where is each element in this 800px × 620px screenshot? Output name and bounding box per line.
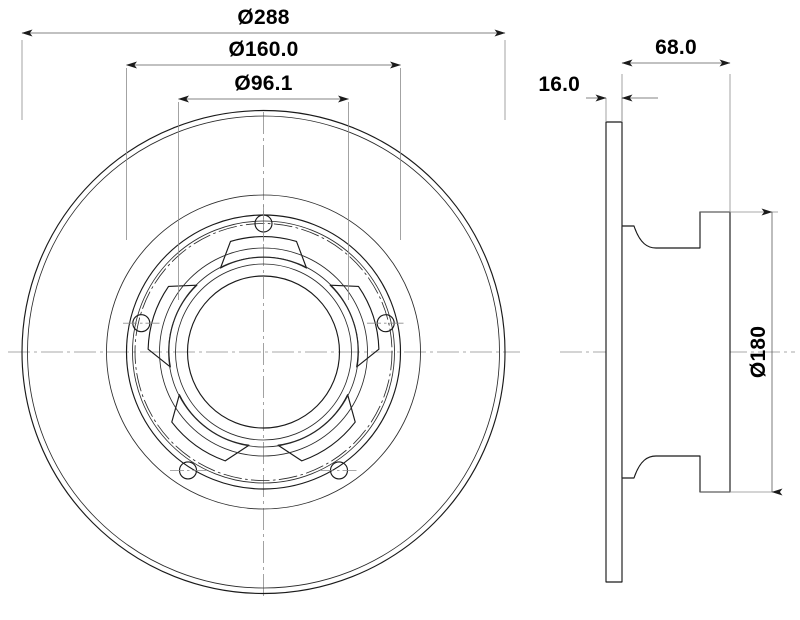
hub-face-inner-circle xyxy=(175,263,352,441)
hub-face-mid-circle xyxy=(168,256,359,448)
relief-pocket xyxy=(147,284,198,368)
friction-ring-inner-edge xyxy=(106,194,421,510)
dimension-label-outer-diameter: Ø288 xyxy=(237,6,289,29)
hub-flange-inner-circle xyxy=(132,220,395,484)
dimension-hub-flange-diameter: Ø160.0 xyxy=(126,38,401,240)
hub-face-outer-circle xyxy=(159,247,368,457)
side-section-view: 68.0 16.0 Ø180 xyxy=(538,36,795,583)
dimension-label-overall-width: 68.0 xyxy=(655,36,697,59)
dimension-bore-diameter: Ø96.1 xyxy=(178,72,349,300)
dimension-overall-width: 68.0 xyxy=(621,36,731,212)
relief-pocket xyxy=(329,284,380,368)
dimension-label-plate-thickness: 16.0 xyxy=(538,73,580,96)
bolt-hole-centermarks xyxy=(123,205,404,471)
dimension-label-hub-diameter: Ø180 xyxy=(747,326,770,378)
dimension-hub-diameter: Ø180 xyxy=(700,208,783,496)
front-view: Ø288 Ø160.0 Ø96.1 xyxy=(8,6,520,600)
dimension-plate-thickness: 16.0 xyxy=(538,73,658,122)
disc-plate-profile xyxy=(605,121,623,583)
relief-pocket xyxy=(171,394,250,462)
relief-pocket xyxy=(219,236,308,269)
disc-outer-edge xyxy=(21,109,506,595)
relief-pocket xyxy=(277,394,356,462)
hub-body-profile xyxy=(621,211,731,493)
center-bore-circle xyxy=(186,275,341,429)
dimension-label-hub-flange-diameter: Ø160.0 xyxy=(228,38,298,61)
dimension-outer-diameter: Ø288 xyxy=(21,6,506,120)
dimension-label-bore-diameter: Ø96.1 xyxy=(234,72,292,95)
relief-pocket-group xyxy=(147,236,380,462)
disc-outer-chamfer xyxy=(27,115,500,589)
